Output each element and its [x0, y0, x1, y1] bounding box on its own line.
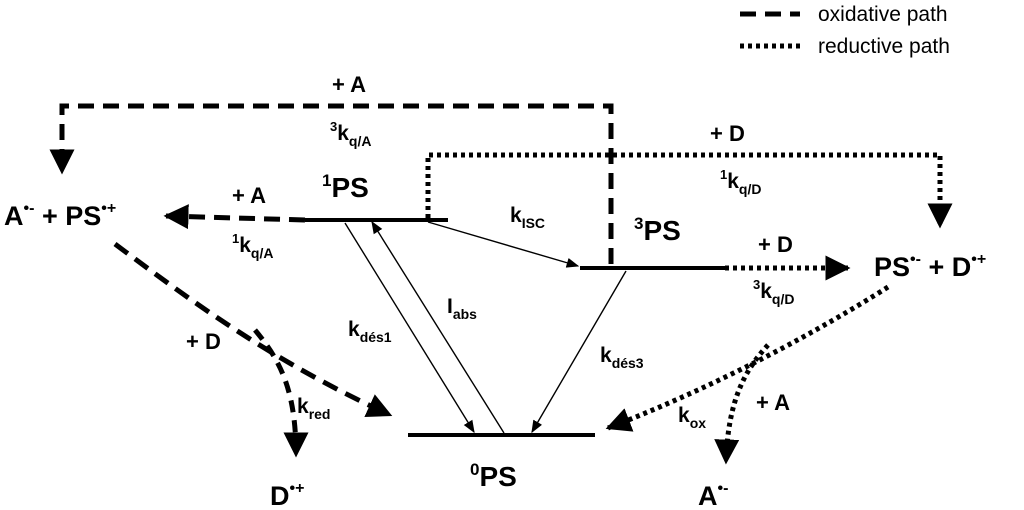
label-1ps: 1PS	[322, 171, 369, 203]
top-plus-d: + D	[710, 121, 745, 146]
kox-label: kox	[678, 404, 706, 431]
recovery-oxidative-path	[113, 241, 393, 418]
kred-label: kred	[297, 395, 330, 422]
recovery-reductive-path	[605, 284, 890, 432]
top-reductive-path	[425, 152, 953, 229]
legend-reductive-label: reductive path	[818, 35, 950, 58]
iabs-label: Iabs	[447, 295, 477, 322]
right-top-rate-1kqd: 1kq/D	[720, 167, 761, 197]
left-plus-a: + A	[232, 183, 266, 208]
kdes3-label: kdés3	[600, 344, 644, 371]
top-plus-a: + A	[332, 72, 366, 97]
kdes1-label: kdés1	[348, 318, 392, 345]
kisc-label: kISC	[510, 204, 545, 231]
plus-a-lower: + A	[756, 390, 790, 415]
label-0ps: 0PS	[470, 460, 517, 492]
d-cation: D•+	[270, 480, 304, 510]
iabs-arrow	[371, 220, 505, 434]
kdes1-arrow	[344, 222, 475, 434]
kdes3-arrow	[531, 270, 627, 434]
top-oxidative-path	[49, 103, 614, 264]
left-rate-1kqa: 1kq/A	[232, 231, 273, 261]
right-products: PS•- + D•+	[874, 251, 986, 282]
left-products: A•- + PS•+	[4, 200, 116, 231]
top-rate-3kqa: 3kq/A	[330, 119, 371, 149]
a-anion: A•-	[698, 480, 728, 510]
kisc-arrow	[427, 221, 580, 268]
label-3ps: 3PS	[634, 214, 681, 246]
plus-d-lower: + D	[186, 329, 221, 354]
legend-oxidative-label: oxidative path	[818, 3, 948, 26]
kox-branch-path	[714, 343, 770, 465]
right-plus-d: + D	[758, 232, 793, 257]
left-oxidative-path	[163, 204, 306, 230]
right-rate-3kqd: 3kq/D	[753, 277, 794, 307]
